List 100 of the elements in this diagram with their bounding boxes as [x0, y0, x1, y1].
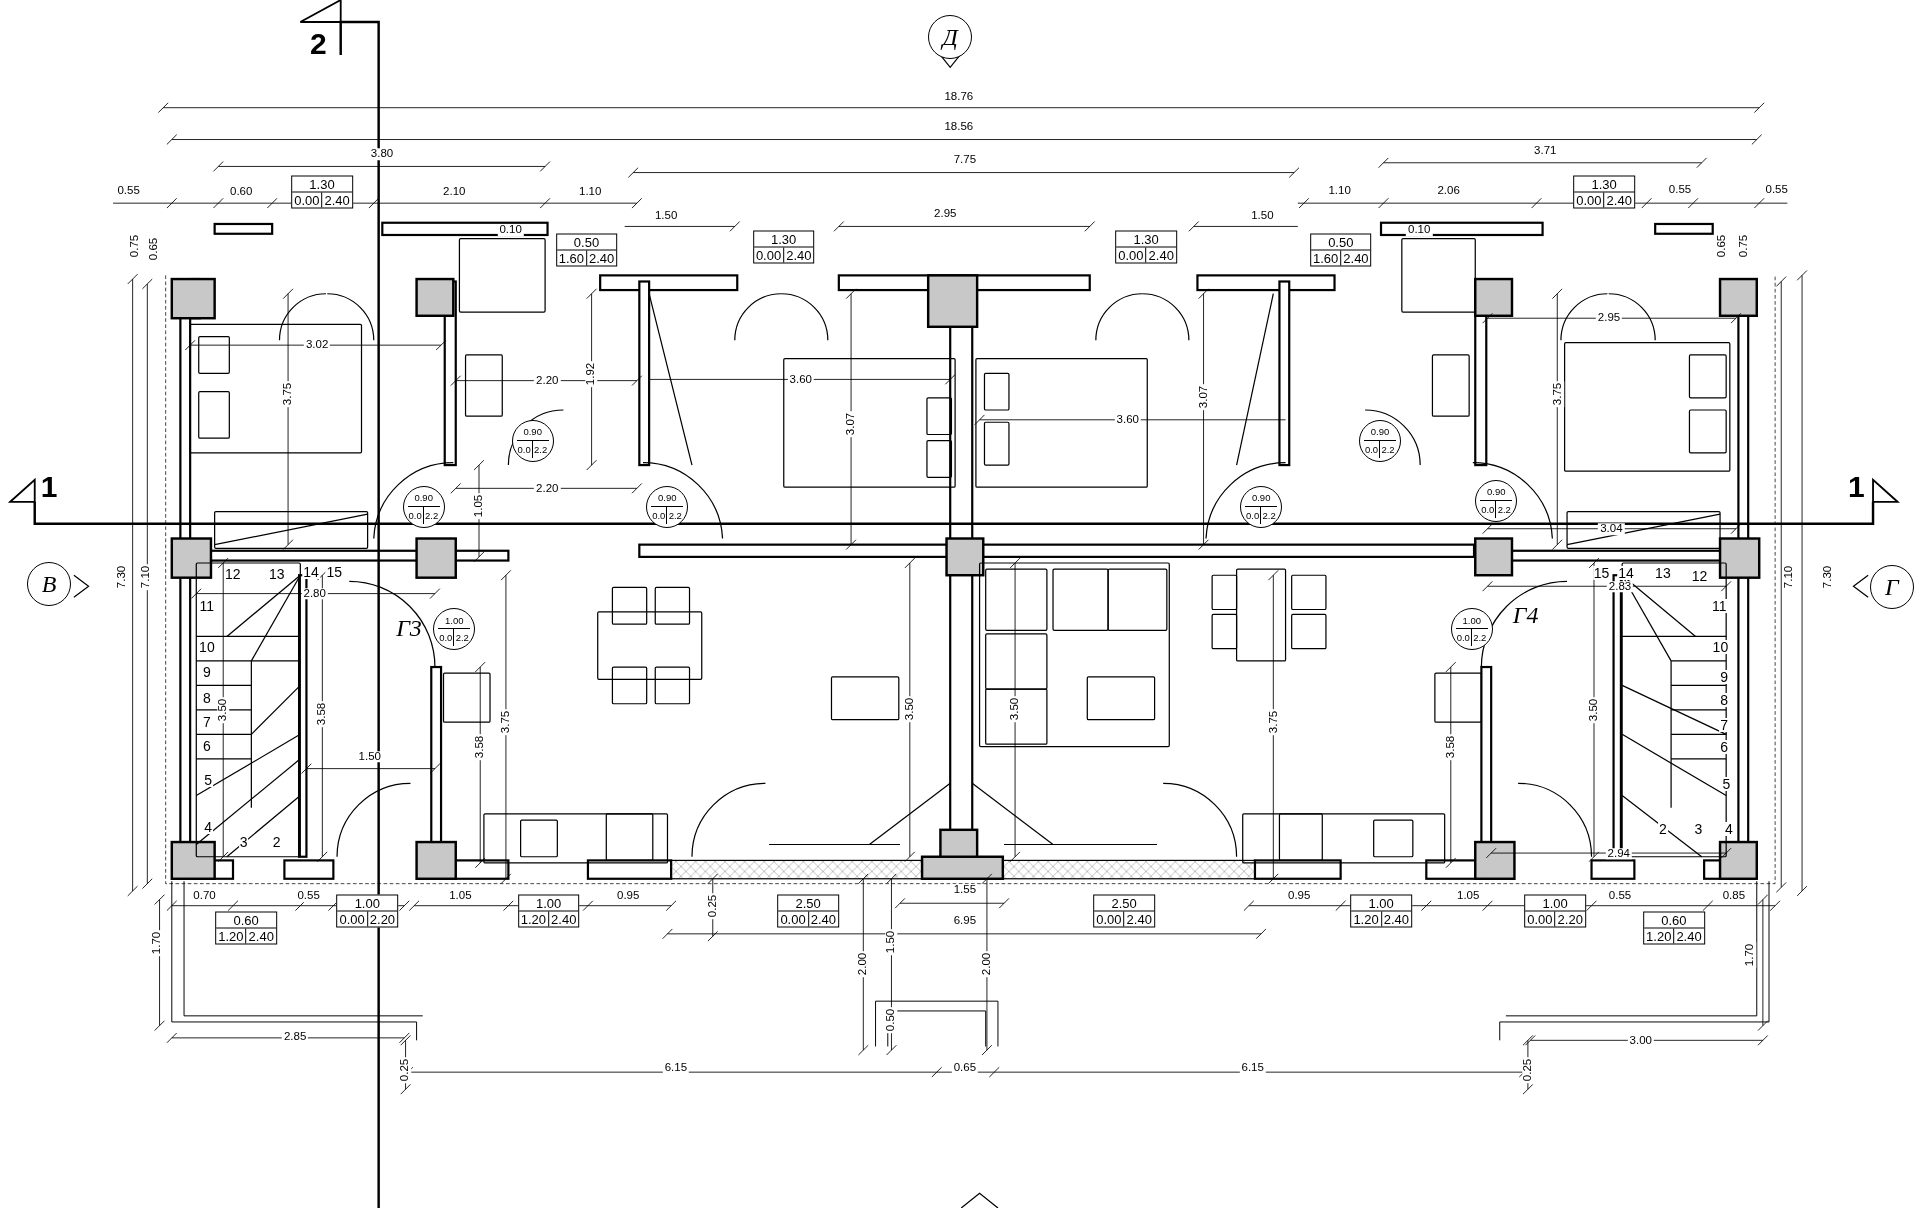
- sill-height: 0.0: [1455, 629, 1472, 647]
- step-number: 15: [1592, 566, 1611, 581]
- dimension-label: 2.20: [534, 375, 561, 387]
- opening-tag: [291, 175, 353, 209]
- head-height: 2.40: [809, 911, 837, 927]
- door-tag: [1240, 485, 1283, 528]
- dimension-label: 1.50: [356, 750, 383, 763]
- dimension-label: 3.71: [1532, 144, 1559, 157]
- dimension-label: 3.50: [904, 695, 916, 723]
- opening-width: 0.90: [1480, 483, 1513, 501]
- room-label: Г4: [1512, 602, 1539, 627]
- dimension-label: 3.80: [368, 148, 396, 161]
- step-number: 4: [1724, 822, 1734, 836]
- head-height: 2.2: [424, 508, 440, 523]
- opening-width: 1.30: [753, 231, 814, 248]
- axis-letter: В: [41, 572, 57, 597]
- step-number: 5: [1721, 776, 1732, 791]
- step-number: 11: [1710, 599, 1728, 614]
- dimension-label: 3.07: [1197, 383, 1210, 410]
- head-height: 2.40: [785, 247, 813, 263]
- opening-width: 2.50: [1094, 895, 1154, 912]
- door-tag: [1475, 479, 1518, 522]
- dimension-label: 0.55: [1763, 184, 1790, 196]
- dimension-label: 2.94: [1605, 847, 1632, 860]
- dimension-label: 0.25: [399, 1057, 412, 1084]
- sill-height: 0.0: [1364, 440, 1380, 458]
- dimension-label: 3.75: [1551, 381, 1564, 408]
- sill-height: 0.00: [1116, 247, 1147, 263]
- opening-tag: [555, 233, 618, 267]
- opening-width: 1.30: [292, 176, 352, 193]
- sill-height: 0.0: [1480, 500, 1497, 518]
- sill-height: 0.00: [1525, 911, 1556, 927]
- sill-height: 0.0: [516, 440, 533, 458]
- head-height: 2.40: [1605, 192, 1633, 208]
- step-number: 6: [202, 738, 212, 753]
- axis-letter: Д: [942, 24, 958, 49]
- head-height: 2.40: [1147, 247, 1175, 263]
- opening-width: 0.90: [516, 423, 549, 441]
- sill-height: 1.20: [518, 911, 550, 927]
- opening-tag: [1643, 911, 1705, 945]
- dimension-label: 2.06: [1435, 185, 1462, 197]
- head-height: 2.40: [1342, 250, 1370, 266]
- dimension-label: 1.10: [1326, 185, 1353, 197]
- step-number: 3: [1693, 822, 1704, 836]
- step-number: 14: [1617, 566, 1635, 581]
- dimension-label: 1.10: [577, 186, 604, 198]
- step-number: 11: [198, 599, 216, 614]
- dimension-label: 3.50: [217, 697, 229, 724]
- dimension-label: 1.55: [951, 884, 979, 896]
- sill-height: 1.60: [556, 250, 587, 266]
- opening-width: 2.50: [778, 895, 838, 912]
- opening-width: 1.00: [1351, 895, 1411, 912]
- section-mark: 1: [40, 472, 58, 503]
- step-number: 7: [202, 715, 212, 730]
- opening-tag: [215, 911, 277, 945]
- sill-height: 0.00: [1094, 911, 1125, 927]
- head-height: 2.2: [1472, 631, 1488, 646]
- dimension-label: 0.10: [1406, 224, 1433, 236]
- dimension-label: 0.25: [706, 892, 719, 920]
- sill-height: 0.0: [651, 506, 668, 524]
- opening-width: 0.60: [216, 912, 276, 929]
- door-tag: [402, 485, 445, 528]
- step-number: 9: [1719, 670, 1729, 685]
- dimension-label: 3.58: [316, 700, 328, 728]
- step-number: 8: [202, 691, 212, 705]
- opening-width: 0.90: [651, 489, 684, 507]
- dimension-label: 2.20: [534, 482, 561, 495]
- opening-width: 0.90: [1364, 423, 1396, 441]
- sill-height: 0.00: [778, 911, 809, 927]
- head-height: 2.2: [667, 508, 683, 523]
- dimension-label: 2.00: [981, 950, 993, 977]
- opening-tag: [777, 894, 839, 928]
- dimension-label: 0.65: [951, 1062, 979, 1074]
- step-number: 13: [1654, 566, 1672, 581]
- dimension-label: 18.76: [942, 90, 976, 103]
- step-number: 14: [302, 564, 320, 579]
- dimension-label: 7.10: [139, 563, 152, 590]
- dimension-label: 7.10: [1783, 563, 1795, 590]
- step-number: 15: [325, 564, 344, 579]
- dimension-label: 3.50: [1009, 695, 1021, 723]
- grid-axis-bubble: [27, 562, 71, 607]
- dimension-label: 0.25: [1522, 1057, 1534, 1084]
- sill-height: 0.0: [438, 629, 455, 647]
- dimension-label: 0.50: [885, 1006, 898, 1034]
- room-label: Г3: [396, 616, 422, 641]
- sill-height: 0.00: [292, 192, 323, 208]
- axis-letter: Г: [1884, 574, 1899, 599]
- dimension-label: 3.04: [1598, 523, 1625, 535]
- head-height: 2.2: [533, 442, 549, 457]
- dimension-label: 0.55: [295, 890, 322, 903]
- dimension-label: 3.75: [499, 709, 512, 736]
- dimension-label: 1.70: [150, 929, 163, 957]
- opening-width: 1.00: [1525, 895, 1585, 912]
- dimension-label: 0.75: [1737, 232, 1750, 260]
- dimension-label: 2.10: [441, 186, 468, 198]
- door-tag: [1450, 608, 1493, 651]
- opening-width: 0.90: [407, 489, 440, 507]
- step-number: 9: [202, 665, 212, 680]
- dimension-label: 1.50: [1249, 209, 1276, 222]
- dimension-label: 1.92: [585, 360, 598, 387]
